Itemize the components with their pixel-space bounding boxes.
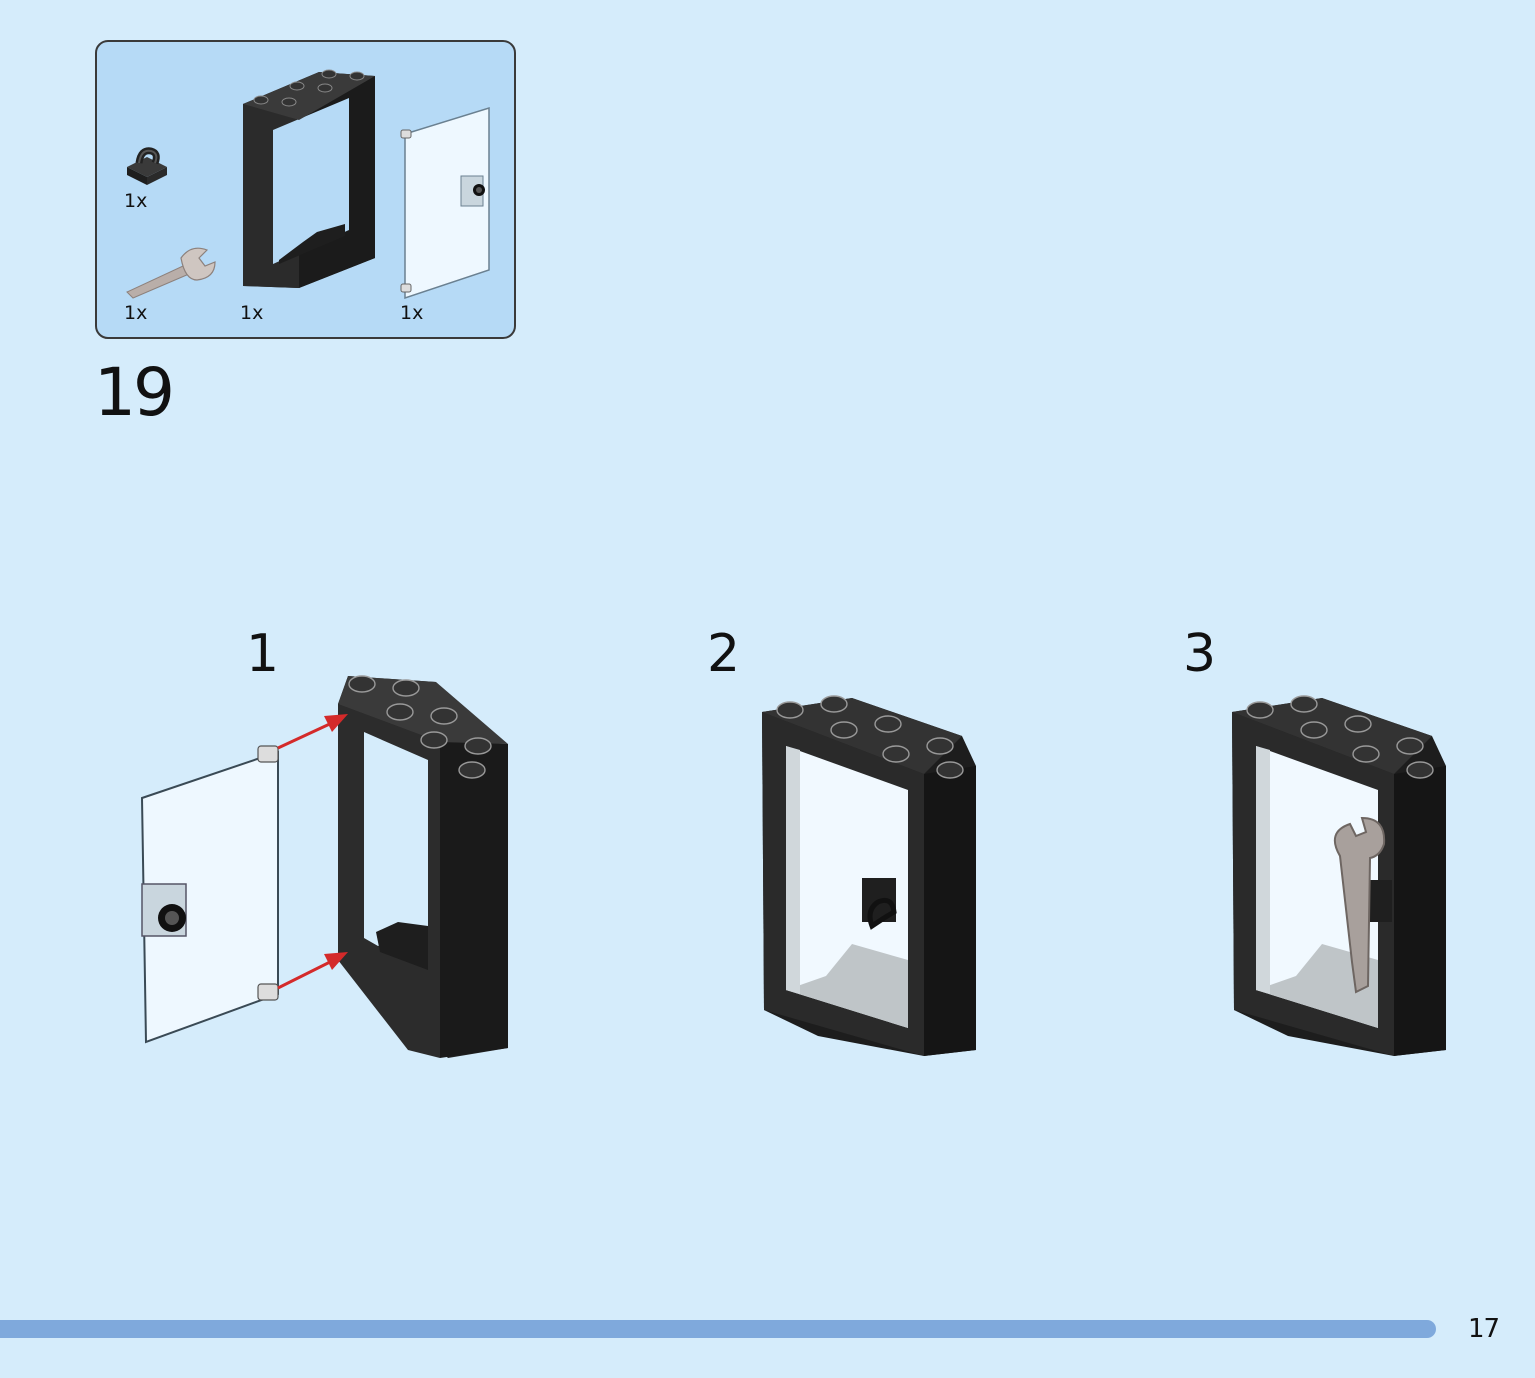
door-frame-icon bbox=[243, 69, 375, 288]
parts-callout: 1x 1x 1x 1x bbox=[95, 40, 516, 339]
door-panel-icon bbox=[400, 106, 490, 300]
wrench-qty: 1x bbox=[124, 302, 148, 324]
door-panel-qty: 1x bbox=[400, 302, 424, 324]
clip-tile-qty: 1x bbox=[124, 190, 148, 212]
substep-1-number: 1 bbox=[246, 624, 280, 684]
substep-2-number: 2 bbox=[707, 624, 741, 684]
page-number: 17 bbox=[1468, 1314, 1500, 1344]
door-frame-qty: 1x bbox=[240, 302, 264, 324]
substep-2-illustration bbox=[762, 695, 976, 1056]
clip-tile-icon bbox=[127, 147, 167, 185]
substep-3-illustration bbox=[1232, 695, 1446, 1056]
step-number: 19 bbox=[94, 354, 175, 431]
substep-1-illustration bbox=[140, 675, 508, 1058]
progress-bar bbox=[0, 1320, 1436, 1338]
wrench-icon bbox=[126, 247, 216, 299]
substep-3-number: 3 bbox=[1183, 624, 1217, 684]
